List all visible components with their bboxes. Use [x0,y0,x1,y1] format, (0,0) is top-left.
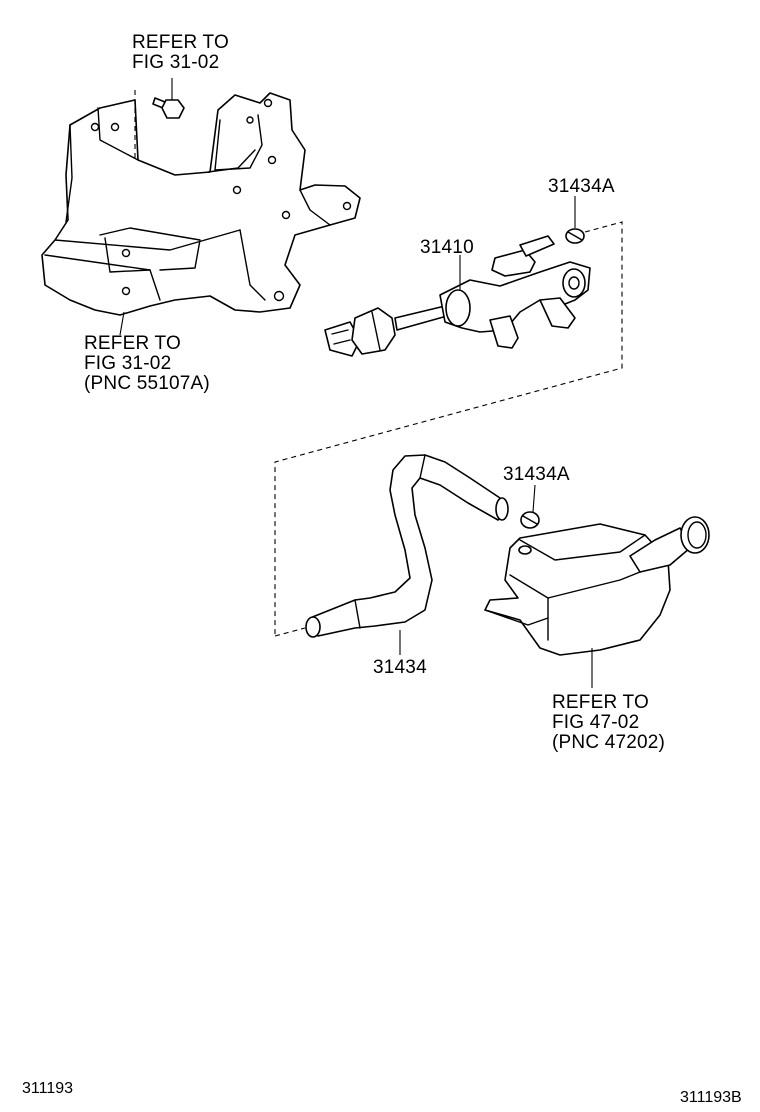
pedal-bracket [41,92,361,316]
mounting-bolt [152,97,185,119]
bracket-top-callout-line2: FIG 31-02 [132,52,219,73]
bracket-bottom-callout-line3: (PNC 55107A) [84,373,210,394]
master-cylinder [324,235,591,357]
master-cylinder-part-number: 31410 [420,237,474,258]
reservoir-callout-line1: REFER TO [552,692,649,713]
bracket-bottom-leader [119,311,125,336]
reservoir-tank [484,516,710,656]
assembly-dashed-outline [274,221,623,636]
clip-lower-leader [532,484,536,513]
clip-upper-part-number: 31434A [548,176,615,197]
assembly-dashed-hose-end [274,627,306,637]
reservoir-hose [305,454,509,638]
footer-right-code: 311193B [680,1089,742,1106]
bracket-top-callout-line1: REFER TO [132,32,229,53]
hose-part-number: 31434 [373,657,427,678]
hose-clip-upper [565,228,585,244]
bracket-bottom-callout-line1: REFER TO [84,333,181,354]
bracket-bottom-callout-line2: FIG 31-02 [84,353,171,374]
clip-lower-part-number: 31434A [503,464,570,485]
footer-left-code: 311193 [22,1080,73,1097]
hose-clip-lower [520,511,540,529]
reservoir-callout-line3: (PNC 47202) [552,732,665,753]
reservoir-callout-line2: FIG 47-02 [552,712,639,733]
